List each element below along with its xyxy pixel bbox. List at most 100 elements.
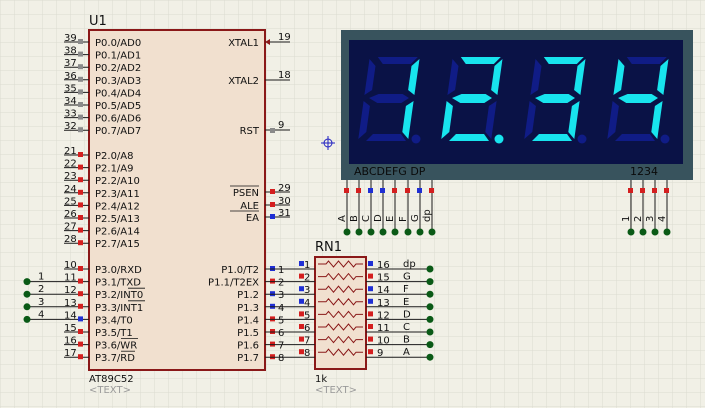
mcu-pin-number: 29 (278, 183, 291, 194)
mcu-pin-number: 12 (64, 285, 77, 296)
mcu-pin-number: 26 (64, 209, 77, 220)
pin-state-indicator (78, 240, 83, 246)
rn-right-pin-number: 9 (377, 348, 383, 359)
rn-body[interactable] (314, 256, 367, 370)
wire-terminal (651, 228, 659, 236)
segment-wire-label: E (403, 297, 409, 308)
digit-wire-label: 4 (38, 309, 44, 320)
pin-state-indicator (640, 188, 645, 193)
pin-state-indicator (628, 188, 633, 193)
segment-a (543, 57, 584, 64)
mcu-pin-name: P1.0/T2 (221, 265, 259, 276)
display-pin-label: 2 (633, 216, 644, 222)
pin-state-indicator (270, 189, 275, 194)
pin-state-indicator (392, 188, 397, 193)
wire-terminal (426, 265, 434, 273)
rn-left-pin-number: 5 (304, 310, 310, 321)
mcu-pin-name: P1.3 (237, 303, 259, 314)
pin-state-indicator (78, 215, 83, 220)
segment-c (402, 101, 414, 139)
wire-terminal (391, 228, 399, 236)
rn-left-pin-number: 7 (304, 336, 310, 347)
rn-left-pin-number: 6 (304, 323, 310, 334)
pin-state-indicator (78, 114, 83, 120)
segment-a (377, 57, 418, 64)
pin-state-indicator (78, 266, 83, 271)
resistor-symbol (318, 335, 363, 344)
wire-terminal (367, 228, 375, 236)
segment-d (532, 134, 572, 141)
pin-state-indicator (78, 39, 83, 44)
mcu-pin-number: 5 (278, 315, 284, 326)
segment-b (657, 59, 669, 95)
pin-state-indicator (78, 51, 83, 57)
mcu-pin-number: 18 (278, 70, 291, 81)
mcu-pin-name: P2.1/A9 (95, 164, 134, 175)
wire-terminal (663, 228, 671, 236)
mcu-body[interactable] (88, 29, 266, 371)
port1-wires (265, 268, 315, 358)
display-segment-header: ABCDEFG DP (354, 165, 426, 178)
wire-terminal (426, 290, 434, 298)
segment-dp (577, 134, 587, 144)
wire-terminal (23, 303, 31, 311)
mcu-pin-name: XTAL2 (228, 76, 259, 87)
mcu-pin-number: 34 (64, 96, 77, 107)
rn-right-pin-number: 11 (377, 323, 390, 334)
mcu-pin-number: 30 (278, 196, 291, 207)
wire-terminal (426, 328, 434, 336)
pin-state-indicator (429, 188, 434, 193)
mcu-pin-name: P1.7 (237, 353, 259, 364)
rn-left-pin-number: 4 (304, 298, 310, 309)
mcu-pin-name: P2.3/A11 (95, 189, 140, 200)
mcu-pin-name: EA (246, 213, 259, 224)
pin-state-indicator (78, 76, 83, 82)
segment-c (568, 101, 580, 139)
rn-text-placeholder: <TEXT> (315, 385, 357, 396)
wire-terminal (428, 228, 436, 236)
segment-b (574, 59, 586, 95)
display-pin-label: A (337, 215, 348, 222)
pin-state-indicator (299, 261, 304, 266)
mcu-pin-name: XTAL1 (228, 38, 259, 49)
segment-b (491, 59, 503, 95)
mcu-pin-number: 28 (64, 234, 77, 245)
pin-state-indicator (78, 329, 83, 334)
rn-ref-label: RN1 (315, 240, 342, 255)
mcu-pin-name: P3.4/T0 (95, 315, 133, 326)
pin-state-indicator (78, 316, 83, 322)
rn-left-pin-number: 3 (304, 285, 310, 296)
pin-state-indicator (78, 341, 83, 347)
segment-c (651, 101, 663, 139)
mcu-pin-name: P2.5/A13 (95, 214, 140, 225)
segment-wire-label: C (403, 322, 410, 333)
mcu-pin-name: P0.1/AD1 (95, 51, 141, 62)
mcu-pin-name: P3.0/RXD (95, 265, 142, 276)
pin-state-indicator (368, 298, 373, 304)
display-pin-label: B (349, 215, 360, 222)
mcu-pin-number: 4 (278, 303, 284, 314)
mcu-pin-name: P1.2 (237, 290, 259, 301)
pin-state-indicator (380, 188, 385, 193)
mcu-pin-number: 7 (278, 341, 284, 352)
mcu-right-pins: 19XTAL118XTAL29RST29PSEN30ALE31EA1P1.0/T… (208, 32, 291, 364)
mcu-pin-name: P0.5/AD5 (95, 101, 141, 112)
mcu-pin-name: P3.6/WR (95, 341, 137, 352)
rn-right-pin-number: 16 (377, 260, 390, 271)
mcu-pin-number: 6 (278, 328, 284, 339)
wire-terminal (416, 228, 424, 236)
rn-left-pin-number: 2 (304, 273, 310, 284)
mcu-pin-number: 1 (278, 265, 284, 276)
mcu-pin-number: 25 (64, 196, 77, 207)
mcu-pin-number: 13 (64, 298, 77, 309)
segment-e (607, 101, 619, 139)
wire-terminal (343, 228, 351, 236)
segment-a (460, 57, 501, 64)
mcu-pin-name: P1.4 (237, 315, 259, 326)
mcu-pin-number: 19 (278, 32, 291, 43)
